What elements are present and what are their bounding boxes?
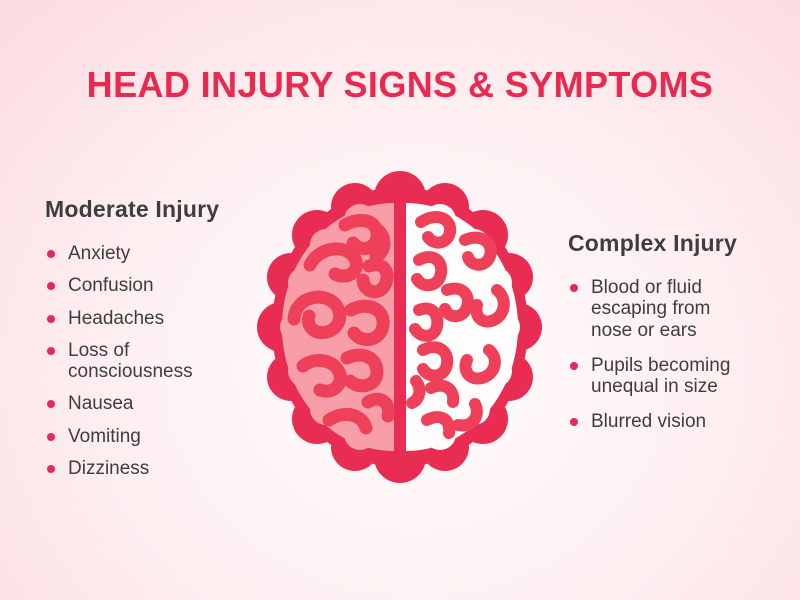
brain-left-gyri (287, 213, 395, 435)
brain-right-gyri (406, 211, 510, 439)
bullet-icon (47, 432, 55, 441)
moderate-injury-heading: Moderate Injury (45, 196, 220, 222)
symptom-item: Nausea (45, 393, 260, 414)
symptom-item: Pupils becoming unequal in size (568, 355, 773, 398)
brain-illustration (250, 169, 550, 489)
bullet-icon (570, 418, 578, 427)
bullet-icon (47, 464, 55, 473)
symptom-label: Blood or fluid escaping from nose or ear… (591, 277, 711, 341)
symptom-item: Confusion (45, 275, 260, 296)
bullet-icon (47, 346, 55, 355)
symptom-label: Nausea (68, 393, 134, 415)
symptom-item: Blood or fluid escaping from nose or ear… (568, 277, 773, 341)
symptom-label: Blurred vision (591, 411, 707, 433)
page-title: HEAD INJURY SIGNS & SYMPTOMS (86, 64, 714, 105)
bullet-icon (47, 282, 55, 291)
complex-symptoms-list: Blood or fluid escaping from nose or ear… (568, 277, 773, 433)
brain-icon (257, 171, 542, 483)
symptom-item: Anxiety (45, 243, 260, 264)
complex-injury-section: Complex Injury Blood or fluid escaping f… (568, 230, 773, 433)
symptom-item: Dizziness (45, 458, 260, 479)
symptom-label: Pupils becoming unequal in size (591, 354, 731, 398)
bullet-icon (570, 361, 578, 370)
symptom-label: Dizziness (68, 457, 150, 479)
symptom-label: Loss of consciousness (68, 339, 193, 383)
symptom-item: Headaches (45, 308, 260, 329)
complex-injury-heading: Complex Injury (568, 230, 737, 256)
bullet-icon (47, 314, 55, 323)
symptom-label: Confusion (68, 275, 154, 297)
bullet-icon (47, 250, 55, 258)
symptom-item: Vomiting (45, 426, 260, 447)
bullet-icon (47, 400, 55, 409)
symptom-item: Blurred vision (568, 411, 773, 432)
symptom-label: Vomiting (68, 425, 141, 447)
symptom-label: Headaches (68, 307, 165, 329)
symptom-label: Anxiety (68, 243, 131, 264)
bullet-icon (570, 284, 578, 292)
symptom-item: Loss of consciousness (45, 340, 260, 383)
